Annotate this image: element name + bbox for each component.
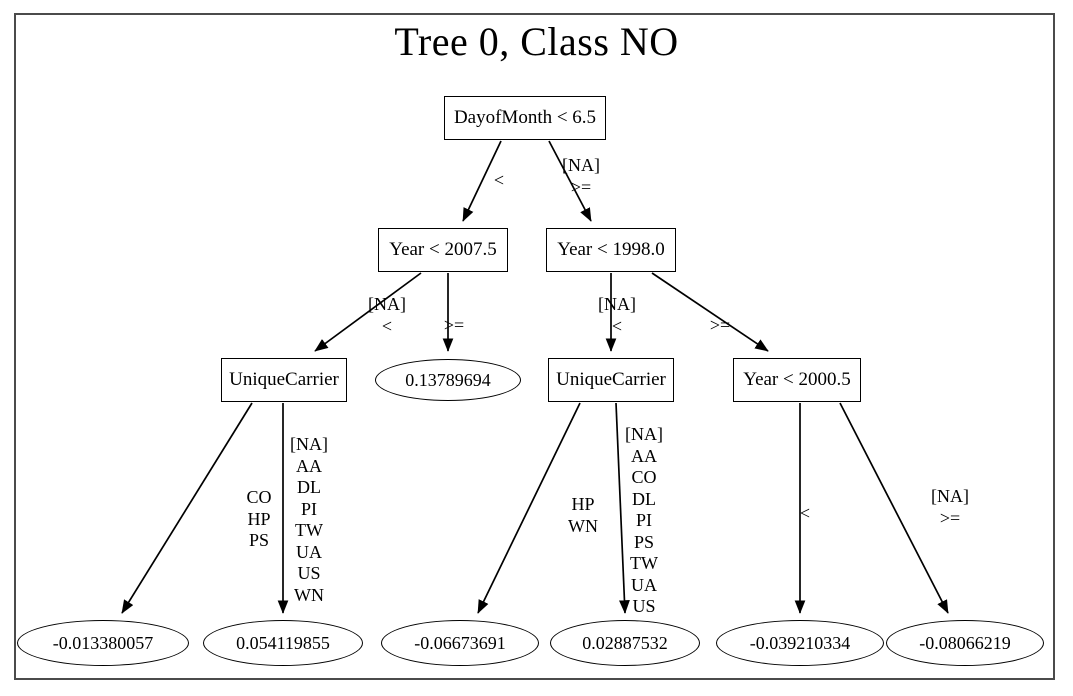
edge-l2a-left	[121, 402, 253, 614]
node-label: -0.08066219	[919, 632, 1011, 653]
node-label: Year < 2007.5	[389, 239, 497, 260]
leaf-0-02887532[interactable]: 0.02887532	[550, 620, 700, 666]
edge-l1left-left	[314, 272, 422, 352]
node-uniquecarrier-left[interactable]: UniqueCarrier	[221, 358, 347, 402]
node-label: 0.02887532	[582, 632, 668, 653]
node-label: -0.039210334	[749, 632, 851, 653]
edge-l2c-left	[477, 402, 581, 614]
edge-l2d-right	[839, 402, 949, 614]
edge-l1right-right	[651, 272, 769, 352]
diagram-border	[14, 13, 1055, 680]
node-label: -0.013380057	[52, 632, 154, 653]
node-label: UniqueCarrier	[229, 369, 339, 390]
node-label: 0.13789694	[405, 369, 491, 390]
node-year-2007[interactable]: Year < 2007.5	[378, 228, 508, 272]
node-year-2000[interactable]: Year < 2000.5	[733, 358, 861, 402]
node-label: Year < 1998.0	[557, 239, 665, 260]
page-title: Tree 0, Class NO	[394, 19, 679, 64]
leaf-minus-0-08066219[interactable]: -0.08066219	[886, 620, 1044, 666]
leaf-minus-0-013380057[interactable]: -0.013380057	[17, 620, 189, 666]
node-label: UniqueCarrier	[556, 369, 666, 390]
leaf-0-054119855[interactable]: 0.054119855	[203, 620, 363, 666]
edge-root-left	[462, 140, 502, 222]
leaf-minus-0-039210334[interactable]: -0.039210334	[716, 620, 884, 666]
node-label: Year < 2000.5	[743, 369, 851, 390]
node-uniquecarrier-right[interactable]: UniqueCarrier	[548, 358, 674, 402]
node-year-1998[interactable]: Year < 1998.0	[546, 228, 676, 272]
node-label: -0.06673691	[414, 632, 506, 653]
edge-root-right	[548, 140, 592, 222]
leaf-0-13789694[interactable]: 0.13789694	[375, 359, 521, 401]
leaf-minus-0-06673691[interactable]: -0.06673691	[381, 620, 539, 666]
node-label: 0.054119855	[236, 632, 330, 653]
edge-l2c-right	[615, 402, 630, 614]
node-label: DayofMonth < 6.5	[453, 107, 597, 128]
node-root-dayofmonth[interactable]: DayofMonth < 6.5	[444, 96, 606, 140]
